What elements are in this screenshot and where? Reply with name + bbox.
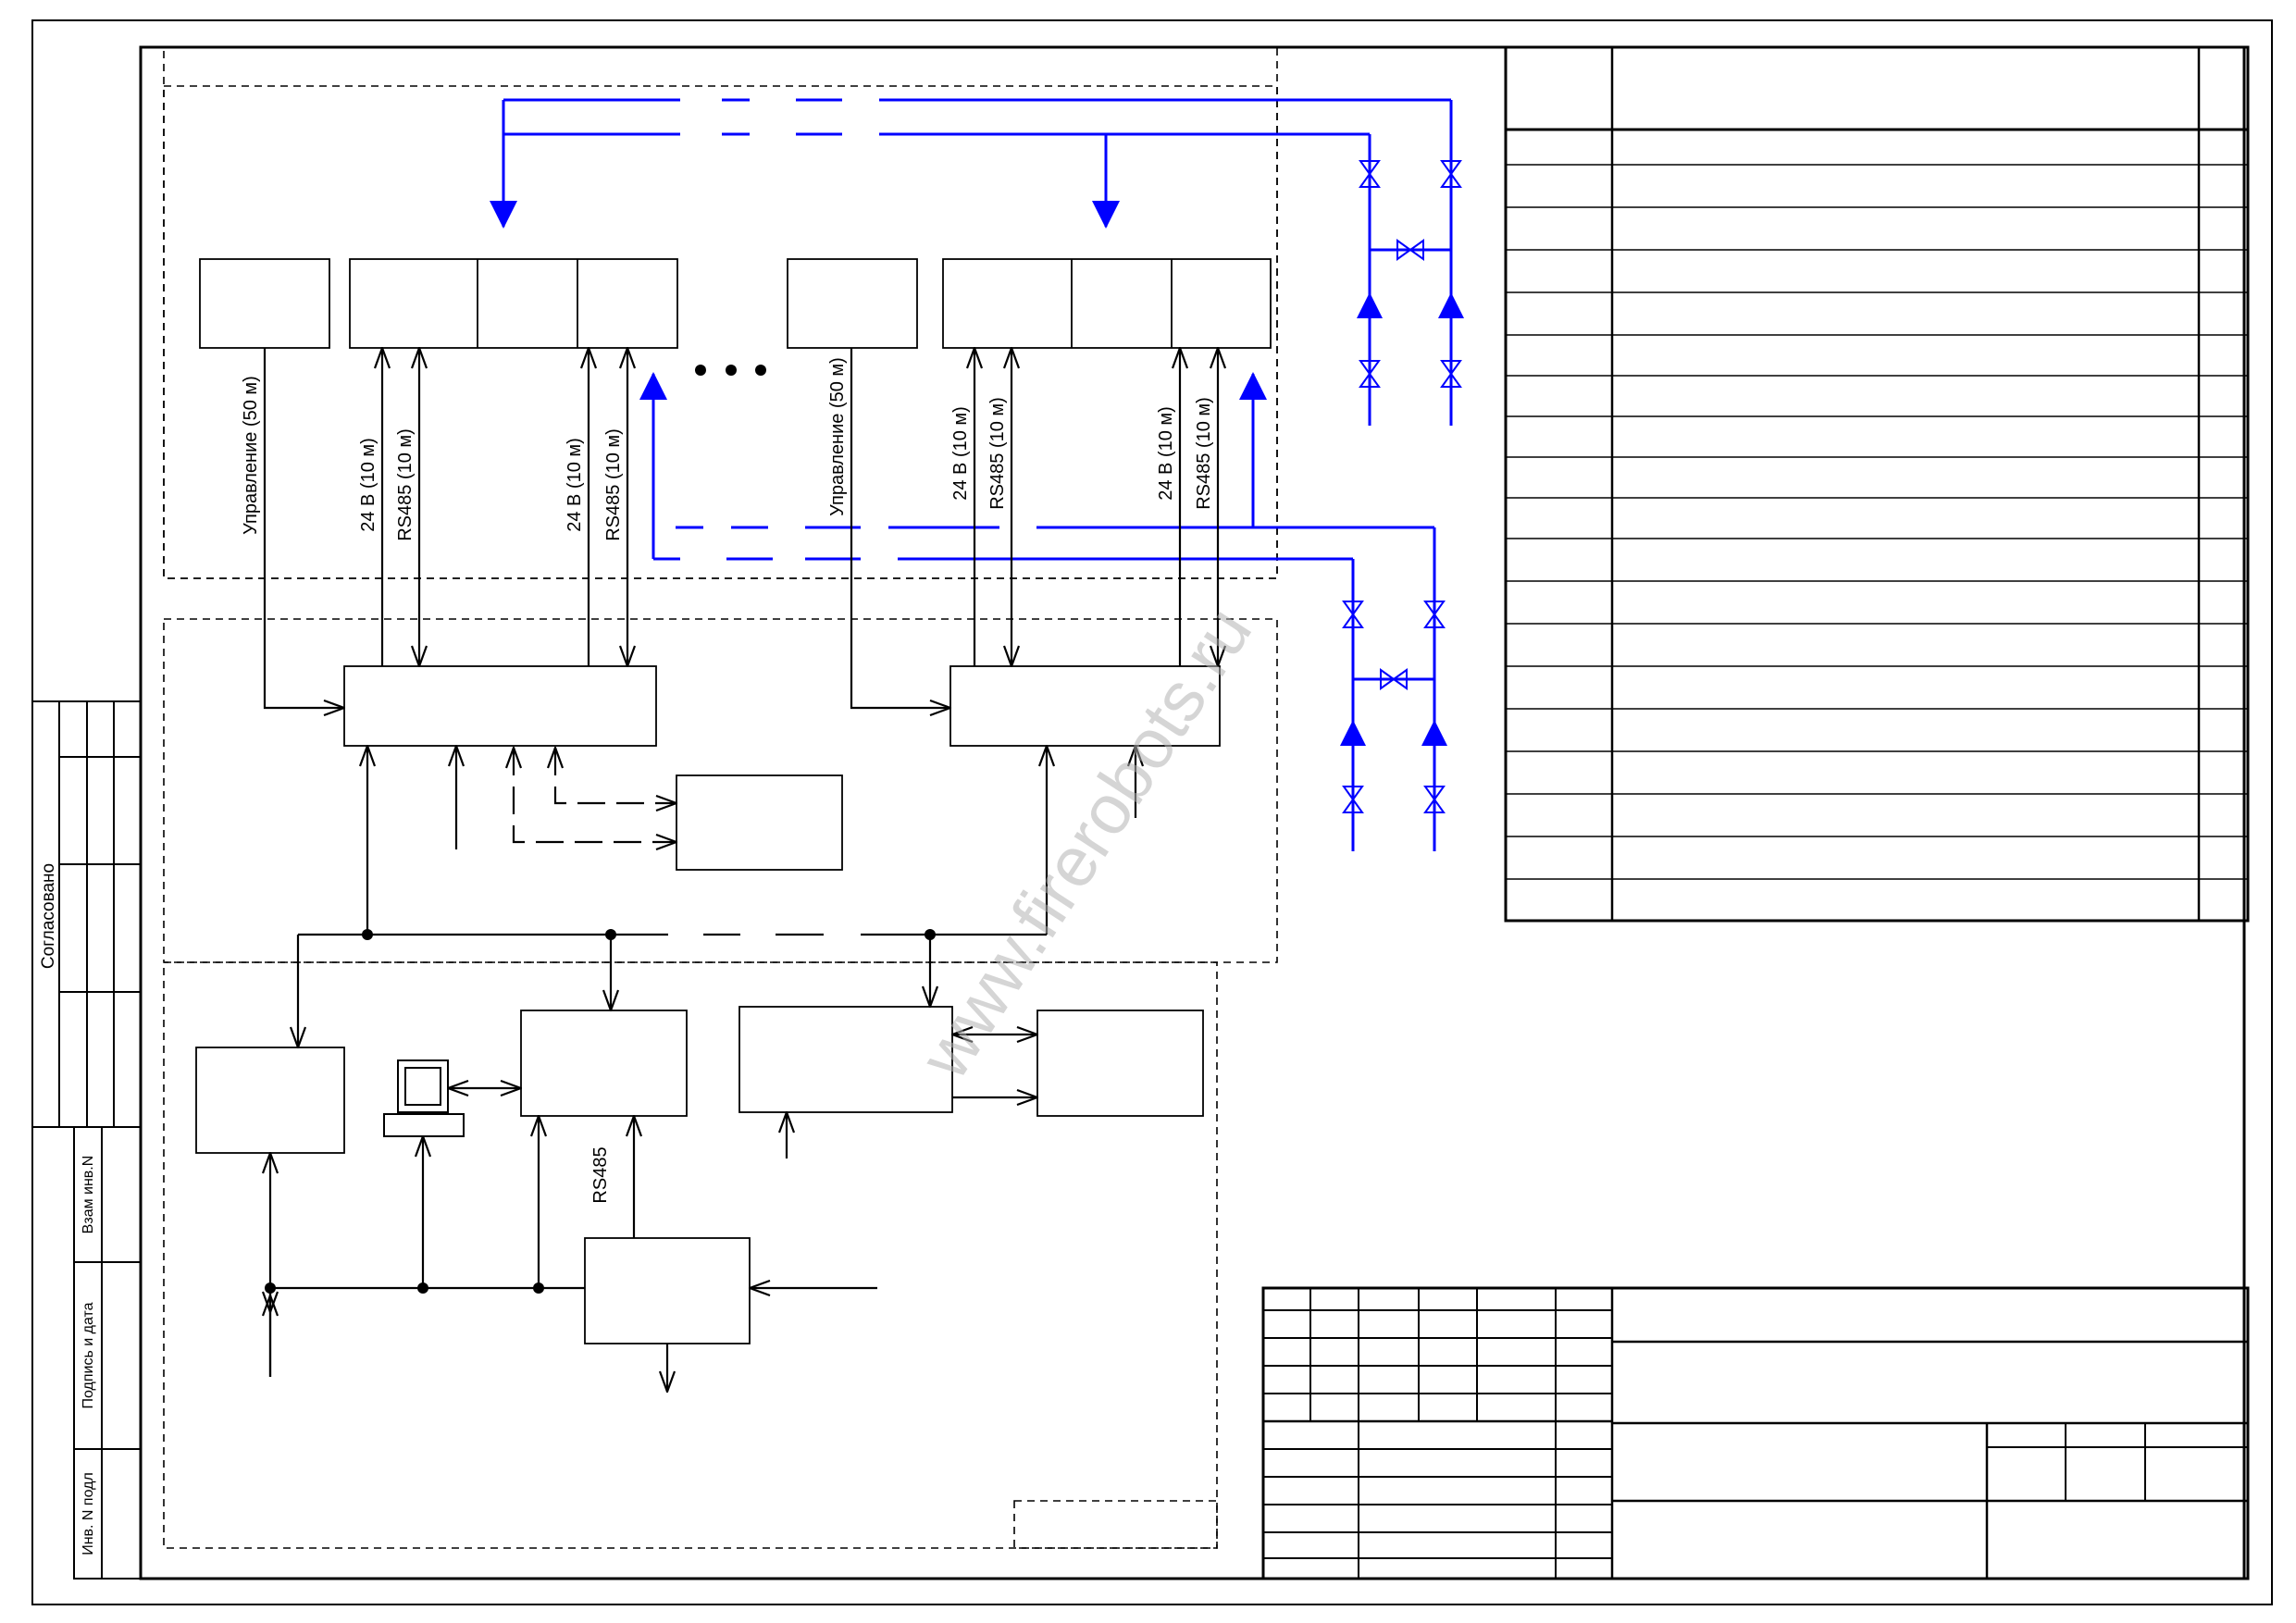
control-cabinet-1 [343, 665, 657, 747]
monitor-control-unit-2 [787, 258, 918, 349]
specification-table [1504, 45, 2250, 923]
valve-assembly-lower [1340, 601, 1447, 813]
computer-icon [383, 1059, 465, 1137]
valve-assembly-upper [1357, 160, 1464, 388]
power-supply-block [195, 1047, 345, 1154]
data-cable-label-2: RS485 (10 м) [603, 428, 624, 541]
original-inv-label: Инв. N подл [81, 1472, 96, 1555]
central-controller [520, 1010, 688, 1117]
agreed-label: Согласовано [39, 863, 58, 969]
side-stamp [31, 700, 142, 1580]
title-block [1261, 1286, 2250, 1580]
signature-date-label: Подпись и дата [81, 1302, 96, 1408]
power-cable-label-2: 24 В (10 м) [565, 438, 585, 532]
power-cable-label-3: 24 В (10 м) [950, 406, 971, 501]
data-cable-label-4: RS485 (10 м) [1194, 397, 1214, 510]
rs485-bus-label: RS485 [590, 1146, 611, 1203]
top-equipment [199, 258, 1272, 349]
interface-module [738, 1006, 953, 1113]
watermark-text: www.firerobots.ru [905, 594, 1268, 1093]
fire-monitor-1 [349, 258, 678, 349]
control-cable-label-2: Управление (50 м) [827, 357, 848, 516]
water-pipelines [490, 98, 1453, 851]
control-cable-label-1: Управление (50 м) [241, 376, 261, 535]
control-blocks [195, 665, 1221, 1344]
fire-monitor-2 [942, 258, 1272, 349]
power-cable-label-1: 24 В (10 м) [358, 438, 379, 532]
replaced-inv-label: Взам инв.N [81, 1156, 96, 1234]
monitor-control-unit-1 [199, 258, 330, 349]
power-cable-label-4: 24 В (10 м) [1156, 406, 1176, 501]
data-cable-label-3: RS485 (10 м) [987, 397, 1008, 510]
data-cable-label-1: RS485 (10 м) [395, 428, 416, 541]
junction-dots [265, 929, 936, 1294]
ellipsis-dots [695, 365, 766, 376]
fire-alarm-panel [584, 1237, 751, 1344]
auxiliary-unit [676, 774, 843, 871]
annunciator-block [1036, 1010, 1204, 1117]
zone-boundaries [163, 46, 1278, 1549]
